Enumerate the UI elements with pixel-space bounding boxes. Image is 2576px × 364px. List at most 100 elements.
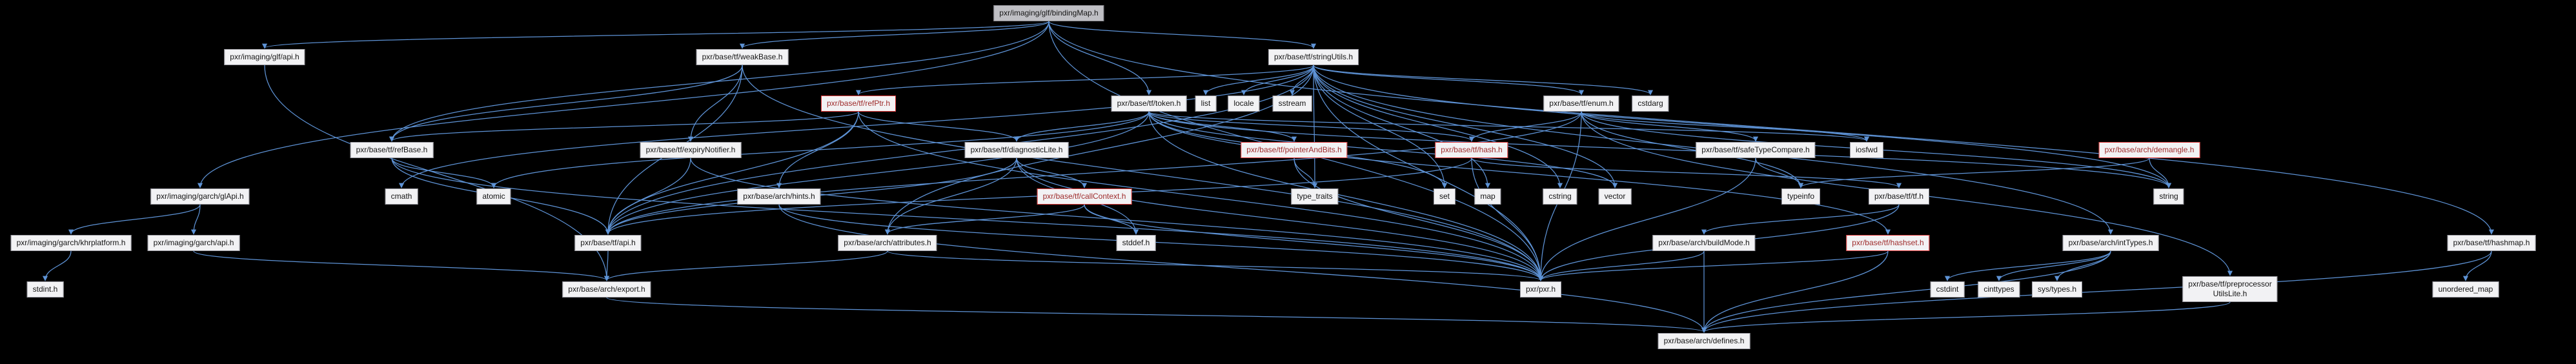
graph-node-typeTraits: type_traits	[1291, 188, 1339, 205]
graph-node-pxr[interactable]: pxr/pxr.h	[1519, 281, 1562, 298]
graph-edge	[2054, 250, 2111, 281]
graph-node-attributes[interactable]: pxr/base/arch/attributes.h	[838, 235, 937, 251]
graph-edge	[1293, 157, 1318, 188]
graph-edge	[389, 65, 743, 142]
graph-edge	[491, 111, 1150, 188]
graph-edge	[1241, 65, 1314, 96]
graph-edge	[391, 157, 1543, 281]
graph-edge	[1581, 111, 1869, 142]
graph-node-list: list	[1195, 96, 1217, 112]
graph-node-khrplatform[interactable]: pxr/imaging/garch/khrplatform.h	[10, 235, 132, 251]
graph-node-safeTypeCompare[interactable]: pxr/base/tf/safeTypeCompare.h	[1696, 142, 1816, 158]
graph-edge	[1313, 65, 1618, 188]
graph-edge	[262, 21, 1050, 49]
graph-node-cstring: cstring	[1543, 188, 1577, 205]
graph-edge	[68, 204, 201, 235]
graph-edge	[190, 204, 201, 235]
graph-edge	[605, 111, 859, 235]
graph-node-glfApi[interactable]: pxr/imaging/glf/api.h	[224, 49, 305, 65]
graph-node-stddef: stddef.h	[1116, 235, 1156, 251]
graph-node-stringUtils[interactable]: pxr/base/tf/stringUtils.h	[1268, 49, 1359, 65]
graph-node-pointerAndBits[interactable]: pxr/base/tf/pointerAndBits.h	[1241, 142, 1348, 158]
graph-node-weakBase[interactable]: pxr/base/tf/weakBase.h	[696, 49, 789, 65]
graph-node-stdint: stdint.h	[26, 281, 64, 298]
graph-edge	[1537, 157, 1756, 281]
graph-node-sysTypes: sys/types.h	[2031, 281, 2083, 298]
graph-edge	[885, 204, 1085, 235]
graph-node-expiryNotifier[interactable]: pxr/base/tf/expiryNotifier.h	[640, 142, 742, 158]
graph-edge	[687, 65, 743, 142]
graph-edge	[1148, 111, 1869, 142]
graph-edge	[1313, 65, 1491, 188]
graph-edge	[887, 250, 1543, 281]
graph-node-callContext[interactable]: pxr/base/tf/callContext.h	[1037, 188, 1132, 205]
graph-edge	[605, 111, 1582, 235]
graph-edge	[1293, 157, 1544, 281]
graph-edge	[391, 157, 497, 188]
graph-edge	[1471, 157, 1902, 188]
graph-node-cstdarg: cstdarg	[1632, 96, 1669, 112]
graph-edge	[1996, 250, 2111, 281]
graph-edge	[606, 297, 1707, 333]
graph-edge	[389, 21, 1050, 142]
graph-edge	[690, 157, 1543, 281]
graph-edge	[856, 65, 1314, 96]
graph-node-atomic: atomic	[476, 188, 511, 205]
graph-node-iosfwd: iosfwd	[1849, 142, 1884, 158]
graph-node-vector: vector	[1598, 188, 1632, 205]
graph-node-hashset[interactable]: pxr/base/tf/hashset.h	[1846, 235, 1930, 251]
graph-node-refBase[interactable]: pxr/base/tf/refBase.h	[350, 142, 434, 158]
graph-edge	[776, 111, 859, 188]
graph-node-enum[interactable]: pxr/base/tf/enum.h	[1543, 96, 1619, 112]
graph-edge	[1313, 65, 1448, 188]
graph-node-garchApi[interactable]: pxr/imaging/garch/api.h	[147, 235, 240, 251]
graph-node-buildMode[interactable]: pxr/base/arch/buildMode.h	[1652, 235, 1756, 251]
graph-edge	[1538, 250, 1705, 281]
graph-edge	[1313, 65, 2171, 188]
graph-node-tfTf[interactable]: pxr/base/tf/tf.h	[1868, 188, 1930, 205]
graph-edge	[42, 250, 72, 281]
graph-node-preprocessorUtilsLite[interactable]: pxr/base/tf/preprocessor UtilsLite.h	[2182, 276, 2278, 302]
graph-edge	[740, 21, 1050, 49]
graph-edge	[1289, 65, 1314, 96]
graph-node-hints[interactable]: pxr/base/arch/hints.h	[737, 188, 821, 205]
graph-edge	[1755, 157, 1804, 188]
graph-node-set: set	[1433, 188, 1456, 205]
graph-node-refPtr[interactable]: pxr/base/tf/refPtr.h	[820, 96, 897, 112]
graph-node-tfApi[interactable]: pxr/base/tf/api.h	[574, 235, 642, 251]
graph-node-string: string	[2153, 188, 2184, 205]
graph-node-bindingMap: pxr/imaging/glf/bindingMap.h	[993, 5, 1104, 21]
graph-edge	[1084, 204, 1139, 235]
graph-edge	[1313, 65, 1653, 96]
graph-edge	[1701, 301, 2231, 333]
graph-node-garchGlApi[interactable]: pxr/imaging/garch/glApi.h	[150, 188, 250, 205]
graph-edge	[1471, 157, 1544, 281]
graph-edge	[1701, 250, 2111, 333]
graph-edge	[1798, 157, 2150, 188]
graph-node-defines[interactable]: pxr/base/arch/defines.h	[1658, 333, 1750, 349]
graph-node-sstream: sstream	[1272, 96, 1312, 112]
graph-node-cmath: cmath	[385, 188, 418, 205]
graph-node-cstdint: cstdint	[1930, 281, 1965, 298]
graph-edge	[1945, 250, 2111, 281]
graph-node-diagnosticLite[interactable]: pxr/base/tf/diagnosticLite.h	[964, 142, 1069, 158]
graph-edge	[1148, 111, 1544, 281]
graph-node-map: map	[1474, 188, 1501, 205]
graph-node-intTypes[interactable]: pxr/base/arch/intTypes.h	[2062, 235, 2159, 251]
graph-edge	[778, 204, 1707, 333]
graph-edge	[1148, 111, 1891, 235]
graph-node-hashmap[interactable]: pxr/base/tf/hashmap.h	[2447, 235, 2536, 251]
graph-edge	[1013, 111, 1150, 142]
graph-edge	[198, 21, 1050, 188]
graph-edge	[1701, 204, 1900, 235]
graph-node-cinttypes: cinttypes	[1978, 281, 2020, 298]
graph-node-export[interactable]: pxr/base/arch/export.h	[562, 281, 651, 298]
graph-edge	[1084, 204, 1543, 281]
graph-edge	[193, 250, 609, 281]
graph-node-token[interactable]: pxr/base/tf/token.h	[1111, 96, 1187, 112]
graph-node-demangle[interactable]: pxr/base/arch/demangle.h	[2098, 142, 2200, 158]
graph-node-locale: locale	[1228, 96, 1260, 112]
graph-node-hash[interactable]: pxr/base/tf/hash.h	[1435, 142, 1508, 158]
graph-edge	[603, 250, 610, 281]
